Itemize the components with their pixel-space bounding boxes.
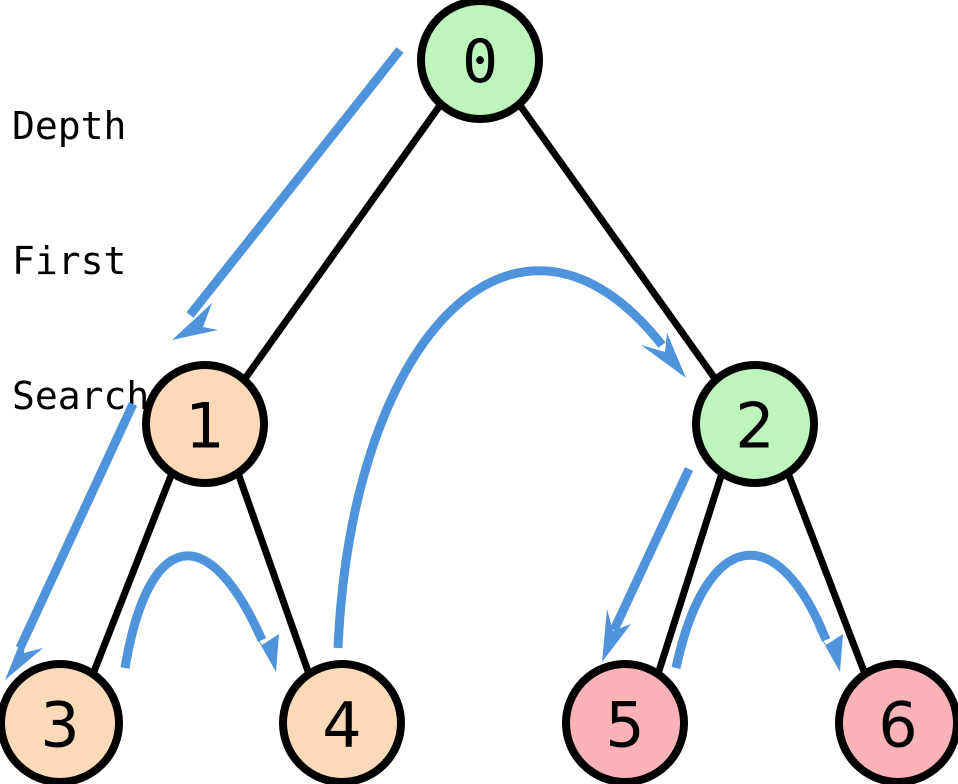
node-0[interactable]: 0 <box>417 0 543 123</box>
node-0-circle[interactable] <box>417 0 543 123</box>
traversal-arrow-4-to-2-shaft <box>333 266 666 649</box>
node-3[interactable]: 3 <box>0 660 123 784</box>
traversal-arrow-5-to-6-shaft <box>671 550 831 669</box>
node-4-label: 4 <box>322 689 361 762</box>
node-5-circle[interactable] <box>562 660 688 784</box>
title-line-1: Depth <box>12 104 127 148</box>
edge-0-1 <box>240 100 445 384</box>
title-line-2: First <box>12 239 127 283</box>
traversal-arrow-4-to-2 <box>333 266 686 649</box>
edge-1-4 <box>234 469 313 678</box>
node-1-circle[interactable] <box>142 361 268 487</box>
traversal-arrow-3-to-4-shaft <box>120 551 267 669</box>
node-0-label: 0 <box>462 27 498 97</box>
traversal-arrow-3-to-4-head <box>249 624 279 672</box>
edge-2-6 <box>784 469 869 678</box>
traversal-arrow-5-to-6-head <box>813 624 843 672</box>
node-2-circle[interactable] <box>692 361 818 487</box>
traversal-arrow-0-to-1-head <box>172 303 218 340</box>
edge-1-3 <box>89 469 176 678</box>
node-2-label: 2 <box>735 390 774 463</box>
traversal-arrows <box>5 47 843 680</box>
node-6-circle[interactable] <box>835 660 958 784</box>
node-4[interactable]: 4 <box>279 660 405 784</box>
traversal-arrow-2-to-5 <box>602 467 694 662</box>
node-5-label: 5 <box>605 689 644 762</box>
node-2[interactable]: 2 <box>692 361 818 487</box>
node-1-label: 1 <box>185 390 224 463</box>
traversal-arrow-3-to-4 <box>120 551 279 672</box>
node-6[interactable]: 6 <box>835 660 958 784</box>
traversal-arrow-1-to-3-head <box>5 628 43 680</box>
node-5[interactable]: 5 <box>562 660 688 784</box>
traversal-arrow-0-to-1-shaft <box>186 47 404 318</box>
traversal-arrow-5-to-6 <box>671 550 843 672</box>
node-4-circle[interactable] <box>279 660 405 784</box>
node-1[interactable]: 1 <box>142 361 268 487</box>
traversal-arrow-2-to-5-head <box>602 609 631 662</box>
traversal-arrow-4-to-2-head <box>641 333 686 378</box>
node-3-label: 3 <box>40 689 79 762</box>
tree-edges <box>89 100 869 678</box>
traversal-arrow-2-to-5-shaft <box>609 467 694 632</box>
node-3-circle[interactable] <box>0 660 123 784</box>
edge-0-2 <box>515 100 720 384</box>
traversal-arrow-1-to-3 <box>5 402 138 680</box>
node-6-label: 6 <box>878 689 917 762</box>
edge-2-5 <box>654 469 726 678</box>
traversal-arrow-0-to-1 <box>172 47 404 340</box>
traversal-arrow-1-to-3-shaft <box>15 402 138 650</box>
